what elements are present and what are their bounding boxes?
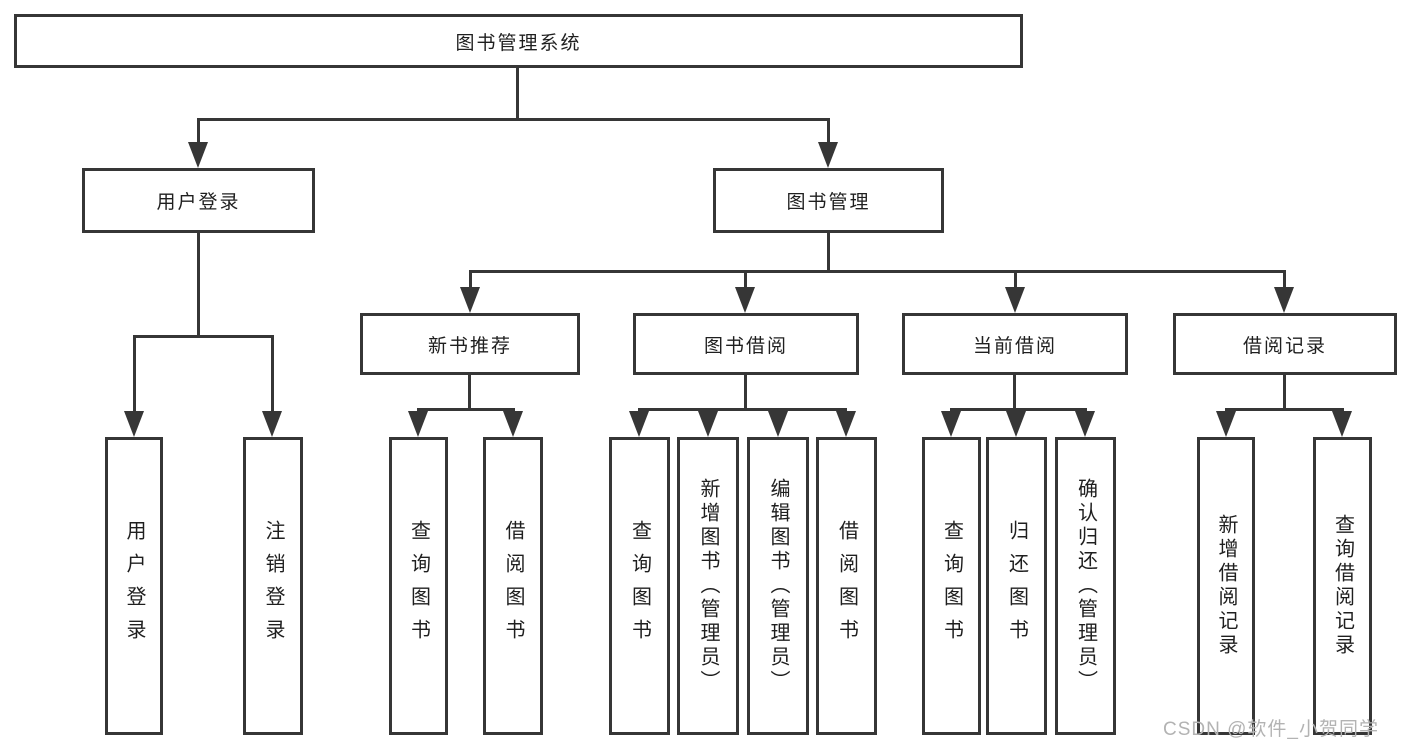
node-leaf-cb-return-book: 归还图书	[986, 437, 1047, 735]
node-borrow-records-label: 借阅记录	[1242, 335, 1327, 357]
node-leaf-br-query-record-label: 查询借阅记录	[1331, 514, 1354, 658]
connector-line	[516, 68, 519, 121]
arrowhead-down-icon	[1332, 411, 1352, 437]
node-book-borrow: 图书借阅	[633, 313, 859, 375]
connector-line	[1014, 273, 1017, 290]
arrowhead-down-icon	[1075, 411, 1095, 437]
node-book-management: 图书管理	[713, 168, 944, 233]
connector-line	[197, 121, 200, 146]
node-current-borrow: 当前借阅	[902, 313, 1128, 375]
arrowhead-down-icon	[503, 411, 523, 437]
node-book-borrow-label: 图书借阅	[703, 335, 788, 357]
node-leaf-cb-query-book: 查询图书	[922, 437, 981, 735]
node-new-book-recommend-label: 新书推荐	[427, 335, 512, 357]
arrowhead-down-icon	[629, 411, 649, 437]
connector-line	[827, 233, 830, 273]
connector-line	[133, 338, 136, 413]
node-current-borrow-label: 当前借阅	[972, 335, 1057, 357]
connector-line	[1225, 408, 1344, 411]
node-leaf-rec-query-book-label: 查询图书	[407, 520, 430, 652]
connector-line	[197, 233, 200, 337]
connector-line	[950, 408, 1087, 411]
node-leaf-br-add-record-label: 新增借阅记录	[1215, 514, 1237, 658]
arrowhead-down-icon	[1006, 411, 1026, 437]
arrowhead-down-icon	[1216, 411, 1236, 437]
arrowhead-down-icon	[698, 411, 718, 437]
node-root-label: 图书管理系统	[455, 32, 582, 54]
node-leaf-rec-borrow-book: 借阅图书	[483, 437, 543, 735]
connector-line	[1283, 375, 1286, 411]
connector-line	[468, 375, 471, 411]
node-root: 图书管理系统	[14, 14, 1023, 68]
node-leaf-cb-confirm-return-label: 确认归还（管理员）	[1074, 478, 1097, 694]
arrowhead-down-icon	[262, 411, 282, 437]
node-borrow-records: 借阅记录	[1173, 313, 1397, 375]
node-leaf-bb-query-book: 查询图书	[609, 437, 670, 735]
node-leaf-cb-return-book-label: 归还图书	[1005, 520, 1028, 652]
node-new-book-recommend: 新书推荐	[360, 313, 580, 375]
node-leaf-user-login-label: 用户登录	[123, 520, 145, 652]
connector-line	[469, 270, 1286, 273]
node-book-management-label: 图书管理	[786, 192, 871, 213]
node-leaf-bb-add-book-label: 新增图书（管理员）	[697, 478, 719, 694]
connector-line	[197, 118, 830, 121]
connector-line	[1283, 273, 1286, 290]
node-leaf-br-add-record: 新增借阅记录	[1197, 437, 1255, 735]
arrowhead-down-icon	[836, 411, 856, 437]
node-leaf-rec-borrow-book-label: 借阅图书	[502, 520, 524, 652]
node-leaf-bb-add-book: 新增图书（管理员）	[677, 437, 739, 735]
node-leaf-br-query-record: 查询借阅记录	[1313, 437, 1372, 735]
arrowhead-down-icon	[818, 142, 838, 168]
node-leaf-bb-edit-book: 编辑图书（管理员）	[747, 437, 809, 735]
connector-line	[638, 408, 847, 411]
arrowhead-down-icon	[941, 411, 961, 437]
node-leaf-cb-confirm-return: 确认归还（管理员）	[1055, 437, 1116, 735]
csdn-watermark: CSDN @软件_小贺同学	[1163, 719, 1379, 740]
node-leaf-bb-borrow-book: 借阅图书	[816, 437, 877, 735]
connector-line	[417, 408, 515, 411]
arrowhead-down-icon	[735, 287, 755, 313]
node-leaf-bb-edit-book-label: 编辑图书（管理员）	[767, 478, 789, 694]
node-user-login: 用户登录	[82, 168, 315, 233]
connector-line	[1013, 375, 1016, 411]
connector-line	[744, 375, 747, 411]
arrowhead-down-icon	[408, 411, 428, 437]
arrowhead-down-icon	[124, 411, 144, 437]
node-leaf-user-login: 用户登录	[105, 437, 163, 735]
connector-line	[133, 335, 274, 338]
connector-line	[469, 273, 472, 290]
connector-line	[827, 121, 830, 146]
node-leaf-rec-query-book: 查询图书	[389, 437, 448, 735]
node-leaf-bb-query-book-label: 查询图书	[628, 520, 651, 652]
connector-line	[744, 273, 747, 290]
connector-line	[271, 338, 274, 413]
node-leaf-bb-borrow-book-label: 借阅图书	[835, 520, 858, 652]
node-leaf-logout: 注销登录	[243, 437, 303, 735]
arrowhead-down-icon	[1274, 287, 1294, 313]
arrowhead-down-icon	[460, 287, 480, 313]
node-user-login-label: 用户登录	[156, 192, 241, 213]
node-leaf-logout-label: 注销登录	[262, 520, 284, 652]
node-leaf-cb-query-book-label: 查询图书	[940, 520, 963, 652]
arrowhead-down-icon	[768, 411, 788, 437]
arrowhead-down-icon	[188, 142, 208, 168]
arrowhead-down-icon	[1005, 287, 1025, 313]
